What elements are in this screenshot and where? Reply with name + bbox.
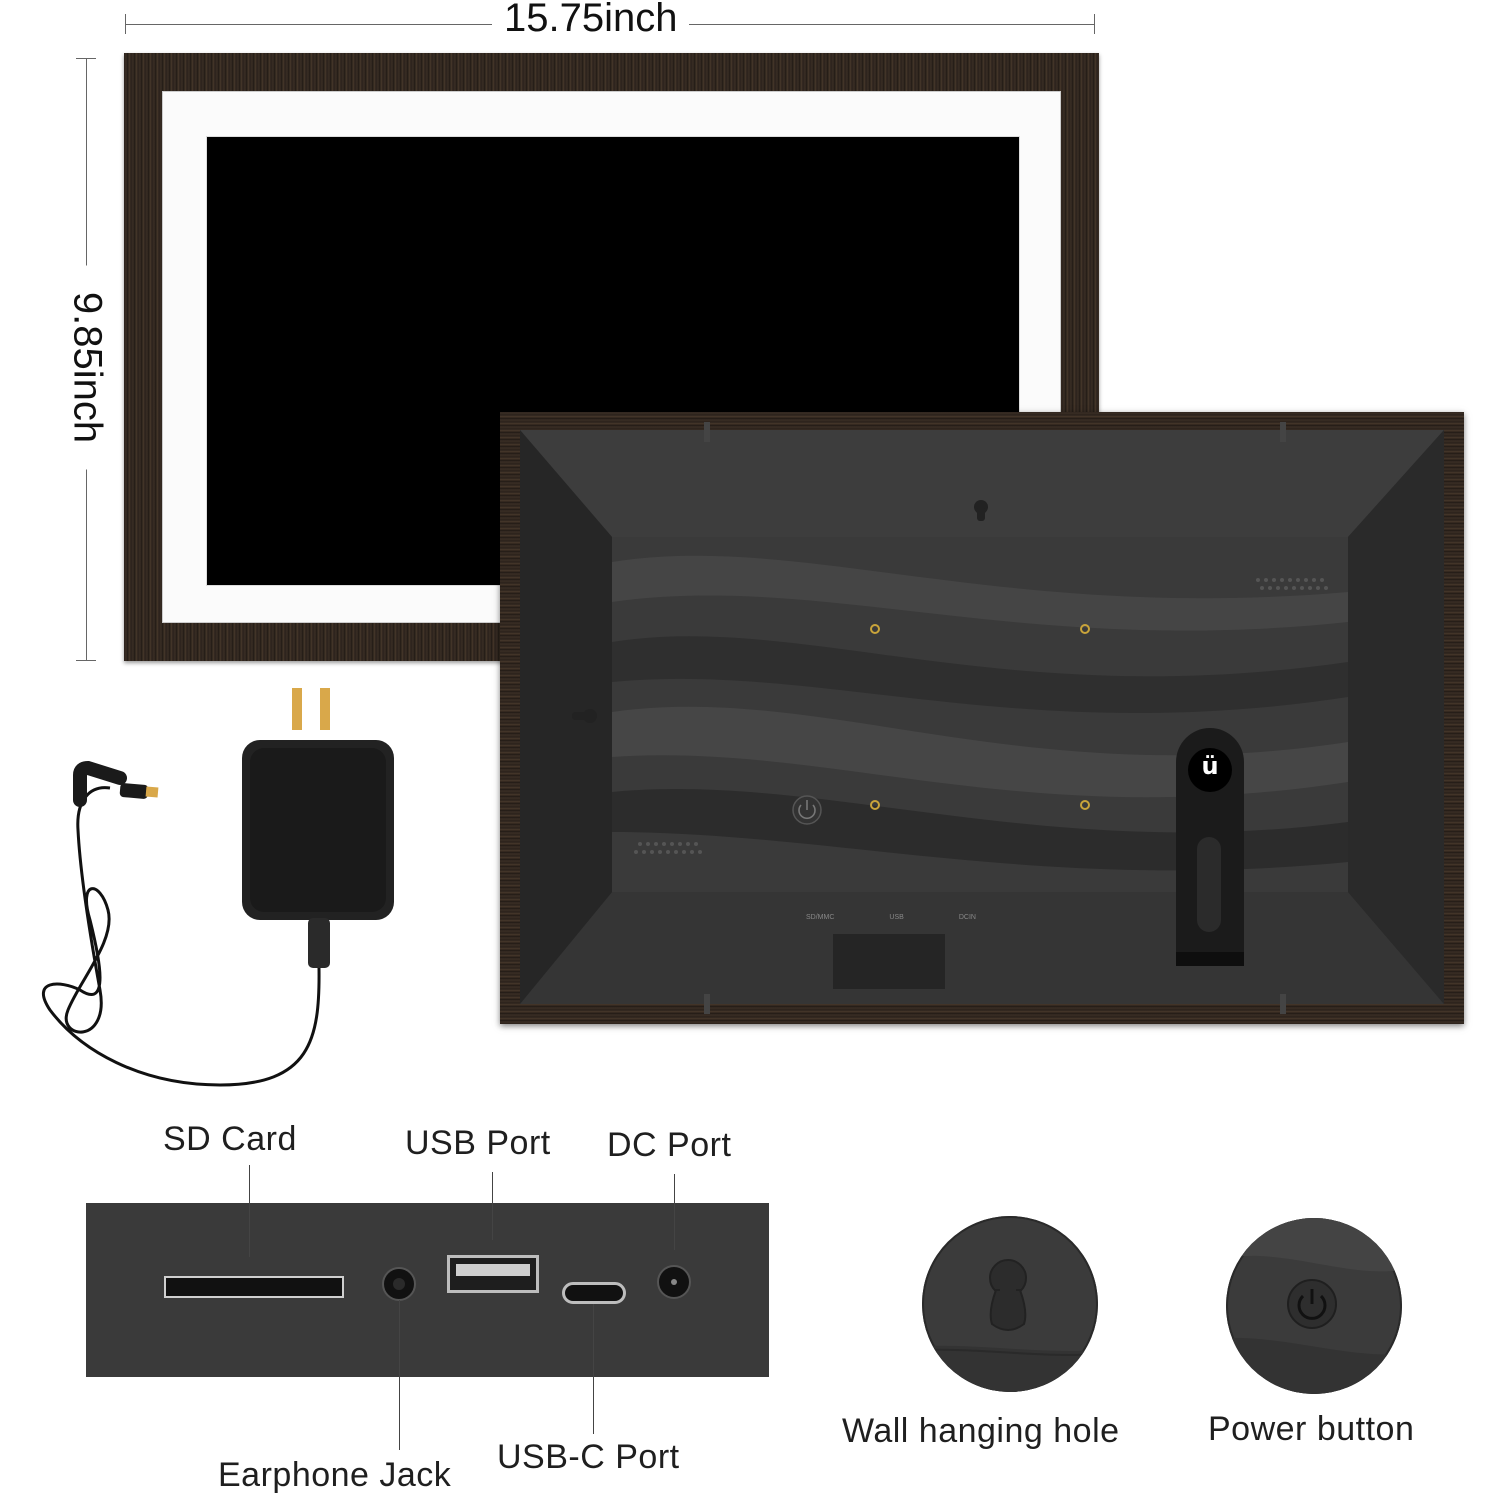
power-adapter bbox=[42, 688, 394, 1087]
earphone-jack bbox=[382, 1267, 416, 1301]
back-port-markings: SD/MMC USB DCIN bbox=[806, 914, 976, 921]
leader-usb-c bbox=[593, 1304, 594, 1434]
back-keyhole-top bbox=[974, 500, 988, 521]
port-panel bbox=[86, 1203, 769, 1377]
leader-sd-card bbox=[249, 1165, 250, 1257]
usb-c-port bbox=[562, 1282, 626, 1304]
width-dimension-tick-left bbox=[125, 14, 126, 34]
label-power-button: Power button bbox=[1208, 1410, 1415, 1448]
back-power-button bbox=[792, 795, 822, 825]
dc-port bbox=[657, 1265, 691, 1299]
power-icon bbox=[1287, 1279, 1337, 1329]
width-dimension-label: 15.75inch bbox=[492, 0, 690, 41]
usb-port bbox=[447, 1255, 539, 1293]
label-usb-c-port: USB-C Port bbox=[497, 1438, 680, 1476]
width-dimension-tick-right bbox=[1094, 14, 1095, 34]
stand-logo: ü bbox=[1201, 752, 1219, 780]
keyhole-icon bbox=[989, 1259, 1027, 1331]
height-dimension-tick-bottom bbox=[76, 660, 96, 661]
leader-earphone bbox=[399, 1300, 400, 1450]
leader-usb-port bbox=[492, 1172, 493, 1240]
label-wall-hanging-hole: Wall hanging hole bbox=[842, 1412, 1120, 1450]
back-panel bbox=[520, 422, 1444, 1014]
port-marking-dc: DCIN bbox=[958, 914, 976, 921]
label-sd-card: SD Card bbox=[163, 1120, 297, 1158]
label-usb-port: USB Port bbox=[405, 1124, 551, 1162]
sd-card-slot bbox=[164, 1276, 344, 1298]
port-marking-usb: USB bbox=[889, 914, 904, 921]
height-dimension-label: 9.85inch bbox=[64, 265, 110, 470]
height-dimension-tick-top bbox=[76, 58, 96, 59]
back-keyhole-left bbox=[572, 709, 597, 723]
label-earphone-jack: Earphone Jack bbox=[218, 1456, 452, 1494]
label-dc-port: DC Port bbox=[607, 1126, 732, 1164]
back-frame: ü SD/MMC USB DCIN bbox=[500, 412, 1464, 1024]
port-marking-sd: SD/MMC bbox=[806, 914, 835, 921]
power-button-detail bbox=[1226, 1218, 1402, 1394]
leader-dc-port bbox=[674, 1174, 675, 1250]
wall-hanging-hole-detail bbox=[922, 1216, 1098, 1392]
back-stand bbox=[1176, 728, 1244, 966]
